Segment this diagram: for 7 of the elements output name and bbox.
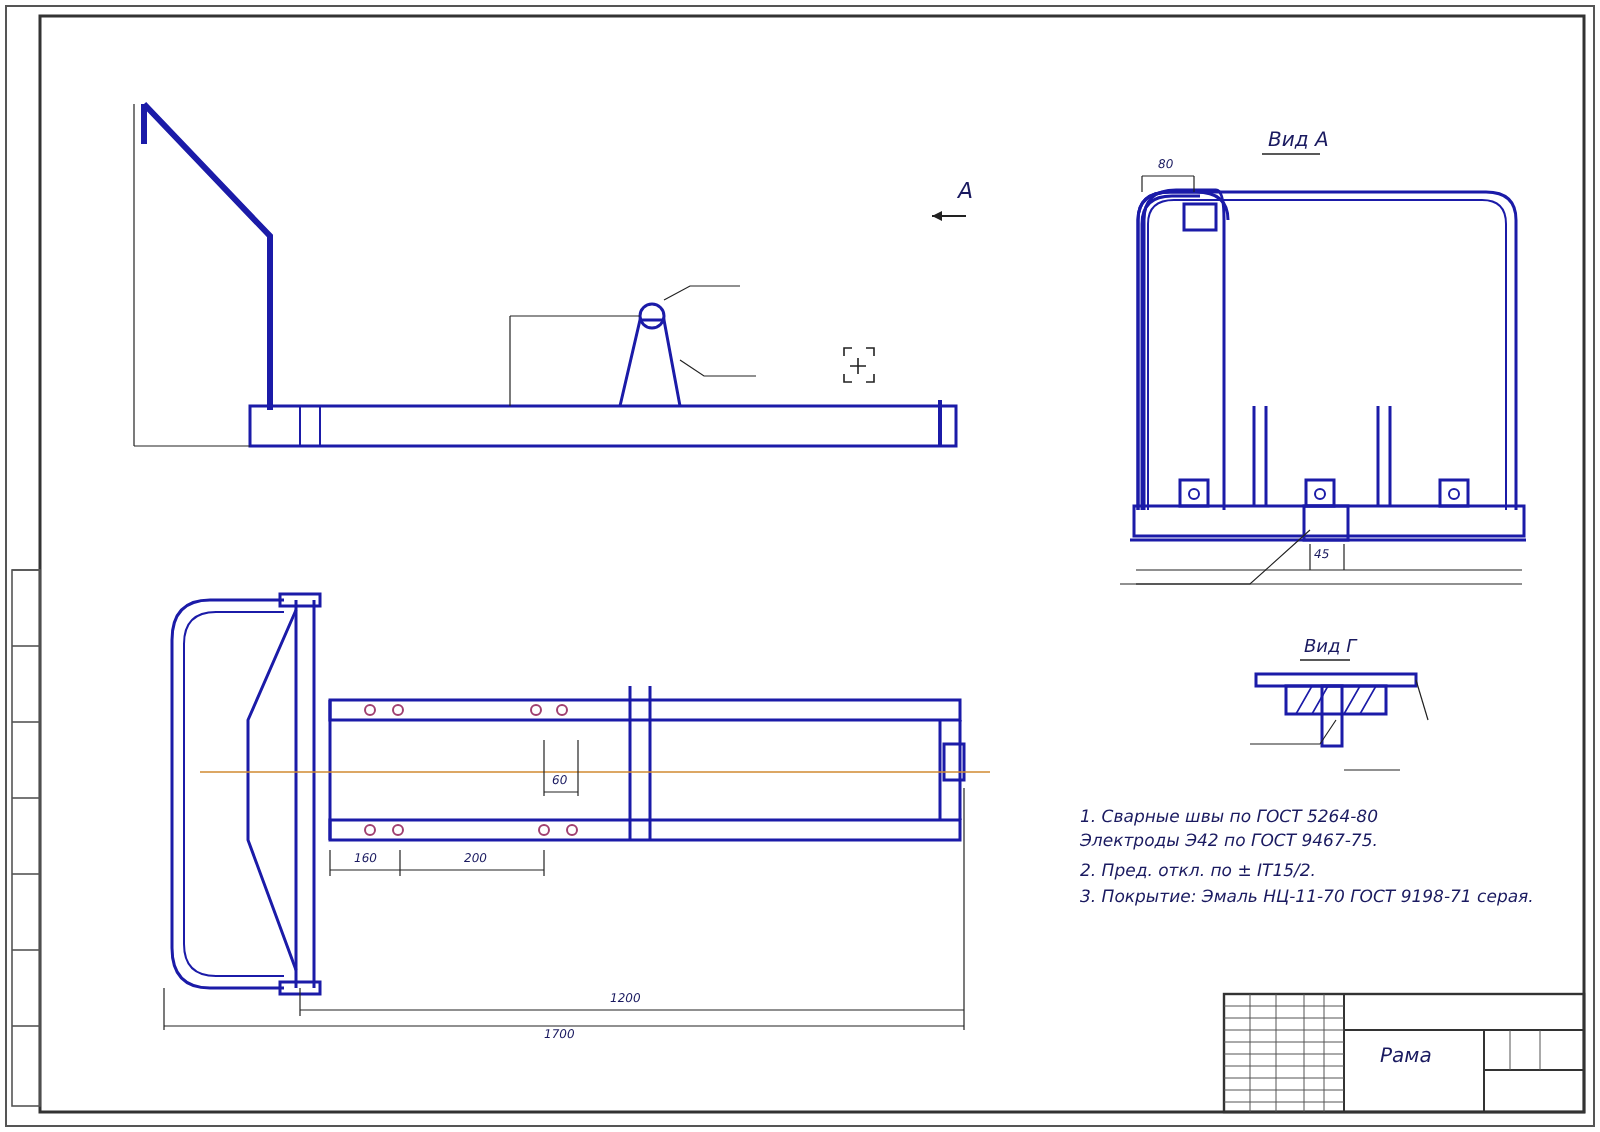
note-text: 1. Сварные швы по ГОСТ 5264-80 Электроды Э42 по ГОСТ 9467-75. [1080,808,1380,856]
view-title: Вид Г [1304,640,1357,658]
view-title: Вид А [1268,132,1329,152]
drawing-title: Рама [1380,1048,1432,1068]
view-letter: А [958,180,974,202]
note-text: 2. Пред. откл. по ± IT15/2. [1080,864,1317,881]
note-text: 3. Покрытие: Эмаль НЦ-11-70 ГОСТ 9198-71 серая. [1080,890,1534,907]
